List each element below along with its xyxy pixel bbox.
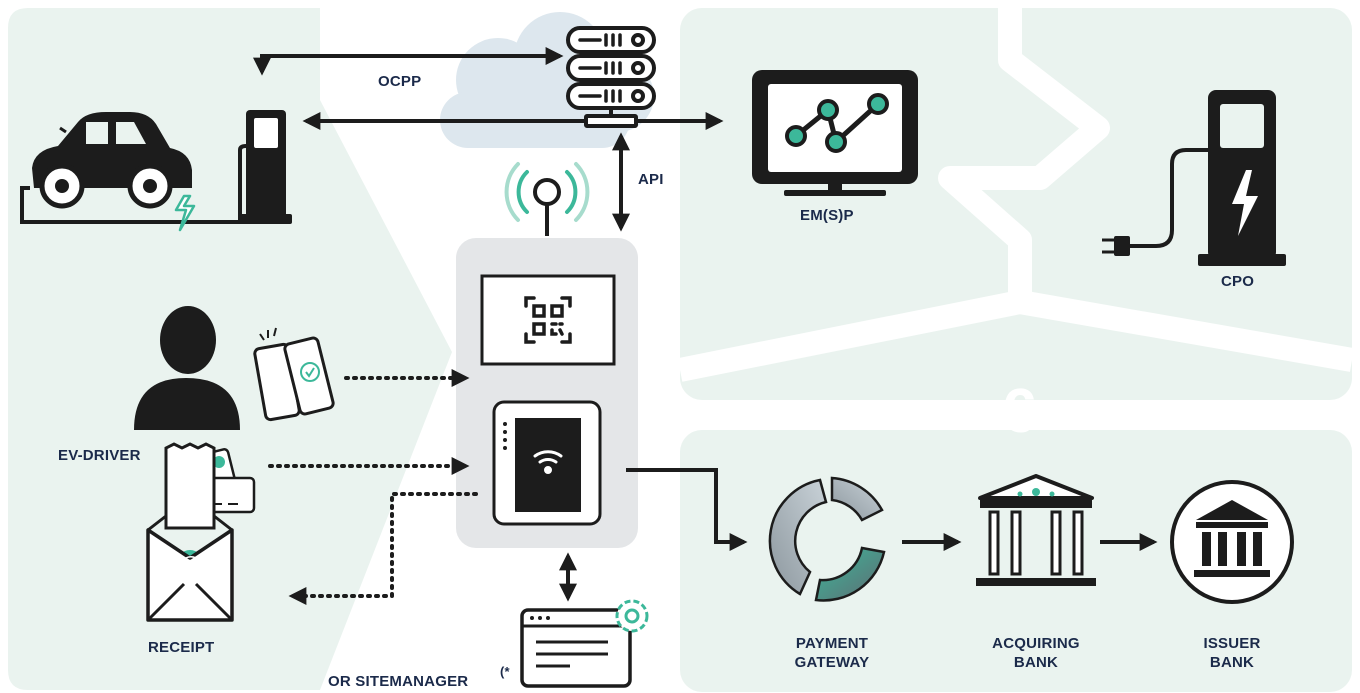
- browser-settings-icon: [520, 599, 649, 688]
- issuer-bank-line2: BANK: [1209, 654, 1255, 671]
- acquiring-bank-line1: ACQUIRING: [992, 635, 1080, 652]
- acquiring-bank-icon: [976, 474, 1096, 586]
- email-at-sign: @: [179, 552, 200, 577]
- phone-icon: [253, 327, 335, 422]
- antenna-icon: [504, 162, 590, 236]
- emsp-label: EM(S)P: [800, 207, 854, 224]
- payment-gateway-label: PAYMENT GATEWAY: [770, 634, 894, 672]
- monitor-chart-icon: [752, 70, 918, 196]
- terminal-to-gateway-arrow: [626, 468, 748, 551]
- issuer-bank-icon: [1170, 480, 1294, 604]
- issuer-bank-label: ISSUER BANK: [1186, 634, 1278, 672]
- envelope-icon: [146, 442, 234, 622]
- qr-icon: [524, 296, 572, 344]
- nfc-icon: [533, 450, 563, 474]
- ev-driver-label: EV-DRIVER: [58, 447, 141, 464]
- euro-icon: €: [1001, 377, 1035, 446]
- person-icon: [134, 306, 240, 430]
- cpo-charger-icon: [1102, 90, 1286, 266]
- charger-icon: [238, 110, 292, 224]
- cpo-label: CPO: [1221, 273, 1255, 290]
- or-sitemanager-label: OR SITEMANAGER: [328, 673, 469, 690]
- issuer-bank-line1: ISSUER: [1203, 635, 1261, 652]
- ocpp-arrow: [253, 47, 564, 76]
- sitemanager-footnote-mark: (*: [500, 664, 510, 679]
- acquiring-bank-label: ACQUIRING BANK: [978, 634, 1094, 672]
- terminal-to-receipt-arrow: [288, 492, 478, 605]
- terminal-icon: [456, 238, 638, 548]
- payment-gateway-icon: [768, 476, 886, 602]
- payment-gateway-line1: PAYMENT: [795, 635, 869, 652]
- receipt-label: RECEIPT: [148, 639, 215, 656]
- api-label: API: [638, 171, 664, 188]
- payment-gateway-line2: GATEWAY: [794, 654, 870, 671]
- ocpp-label: OCPP: [378, 73, 422, 90]
- acquiring-bank-line2: BANK: [1013, 654, 1059, 671]
- car-icon: [20, 112, 242, 232]
